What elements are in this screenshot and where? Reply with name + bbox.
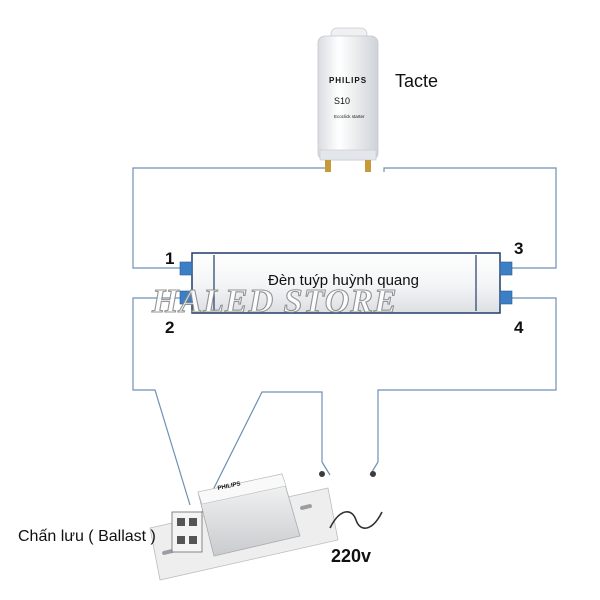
starter-brand: PHILIPS [329, 76, 367, 85]
ballast-terminal-a [177, 518, 185, 526]
starter-label: Tacte [395, 71, 438, 91]
ballast-terminal-c [177, 536, 185, 544]
switch-terminal-right [370, 471, 376, 477]
ballast-label: Chấn lưu ( Ballast ) [18, 528, 156, 545]
starter-base [319, 149, 377, 161]
tube-body [191, 252, 501, 314]
terminal-3-label: 3 [514, 239, 523, 258]
starter-pin-left [325, 160, 331, 172]
starter-model: S10 [334, 96, 350, 106]
ballast-brand: PHILIPS [217, 481, 241, 492]
ballast-terminal-b [189, 518, 197, 526]
switch-contact-left [321, 461, 331, 476]
ballast-slot-right [300, 504, 312, 510]
starter-pin-right [365, 160, 371, 172]
supply-voltage-label: 220v [331, 546, 371, 566]
terminal-1-label: 1 [165, 249, 174, 268]
wire-pin-4-to-supply [377, 297, 557, 462]
ballast: PHILIPS [149, 473, 339, 581]
switch-terminal-left [319, 471, 325, 477]
wire-pin-2-to-ballast [132, 297, 191, 506]
pin-1 [179, 261, 193, 276]
ac-wave-symbol [329, 511, 383, 529]
ballast-top-face [197, 473, 287, 505]
terminal-2-label: 2 [165, 318, 174, 337]
terminal-4-label: 4 [514, 318, 524, 337]
wire-ballast-to-switch [196, 391, 323, 523]
pin-2 [179, 290, 193, 305]
pin-3 [499, 261, 513, 276]
ballast-terminal-d [189, 536, 197, 544]
tube: Đèn tuýp huỳnh quang [179, 252, 513, 314]
wire-starter-to-pin-3 [383, 167, 557, 269]
starter: PHILIPS S10 Ecoclick starter [317, 27, 379, 172]
starter-subtext: Ecoclick starter [334, 114, 365, 119]
tube-label: Đèn tuýp huỳnh quang [268, 272, 419, 289]
ballast-slot-left [162, 549, 174, 555]
ballast-terminal-block [171, 511, 203, 553]
wiring [132, 167, 557, 523]
pin-4 [499, 290, 513, 305]
watermark: HALED STORE [151, 283, 398, 320]
